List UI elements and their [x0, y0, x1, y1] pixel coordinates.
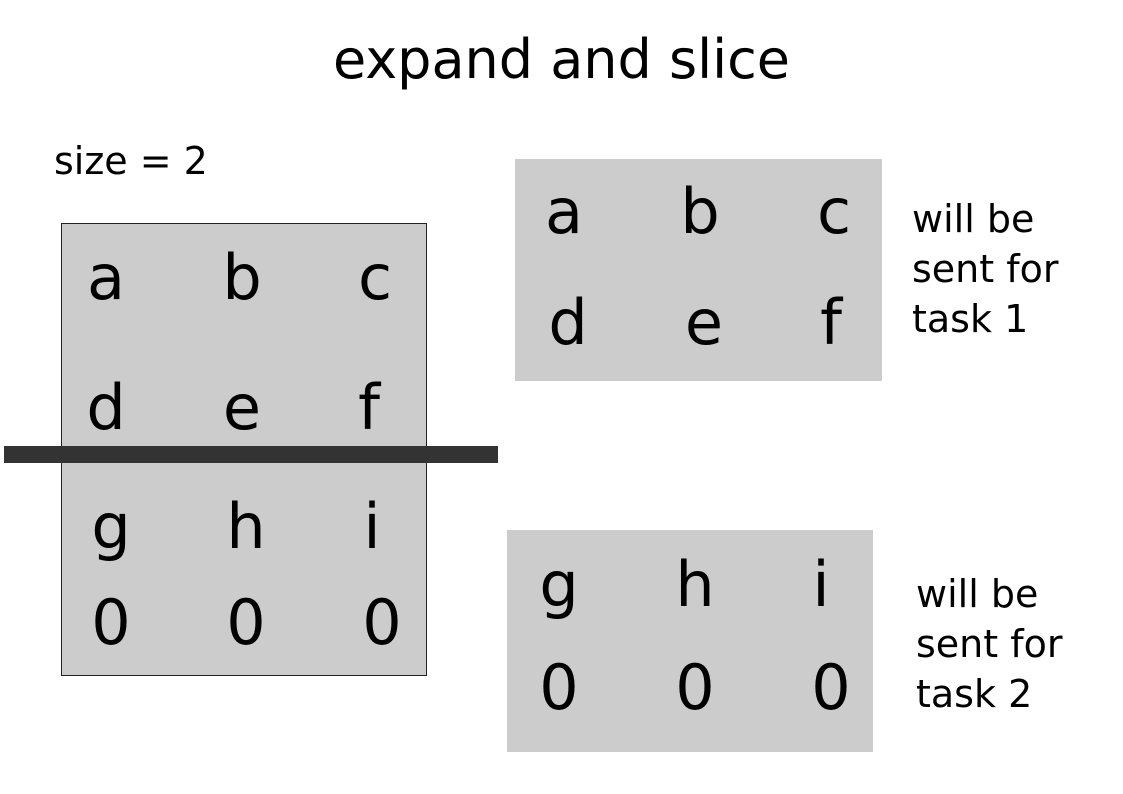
matrix-cell: 0	[362, 586, 402, 659]
matrix-cell: c	[816, 175, 852, 248]
task1-note-line: sent for	[912, 247, 1059, 291]
matrix-cell: i	[363, 490, 381, 563]
matrix-cell: g	[91, 490, 131, 563]
matrix-cell: a	[545, 175, 583, 248]
task2-note-line: task 2	[916, 672, 1033, 716]
diagram-title: expand and slice	[332, 28, 791, 91]
matrix-cell: 0	[226, 586, 266, 659]
matrix-cell: d	[86, 371, 126, 444]
matrix-cell: 0	[91, 586, 131, 659]
task1-note: will be sent for task 1	[912, 194, 1059, 344]
size-label: size = 2	[54, 139, 208, 183]
matrix-cell: 0	[811, 651, 851, 724]
task1-note-line: task 1	[912, 297, 1029, 341]
matrix-cell: a	[87, 241, 125, 314]
matrix-cell: i	[812, 548, 830, 621]
matrix-cell: d	[548, 286, 588, 359]
task1-note-line: will be	[912, 197, 1035, 241]
matrix-cell: e	[222, 371, 262, 444]
matrix-cell: e	[684, 286, 724, 359]
matrix-cell: c	[357, 241, 393, 314]
matrix-cell: 0	[539, 651, 579, 724]
task1-matrix: a b c d e f	[515, 159, 882, 381]
task2-note-line: will be	[916, 572, 1039, 616]
slice-divider	[4, 446, 498, 463]
matrix-cell: g	[539, 548, 579, 621]
matrix-cell: b	[680, 175, 720, 248]
matrix-cell: b	[222, 241, 262, 314]
task2-matrix: g h i 0 0 0	[507, 530, 873, 752]
matrix-cell: f	[358, 371, 380, 444]
matrix-cell: f	[820, 286, 842, 359]
matrix-cell: h	[675, 548, 715, 621]
task2-note-line: sent for	[916, 622, 1063, 666]
matrix-cell: h	[226, 490, 266, 563]
matrix-cell: 0	[675, 651, 715, 724]
task2-note: will be sent for task 2	[916, 569, 1063, 719]
